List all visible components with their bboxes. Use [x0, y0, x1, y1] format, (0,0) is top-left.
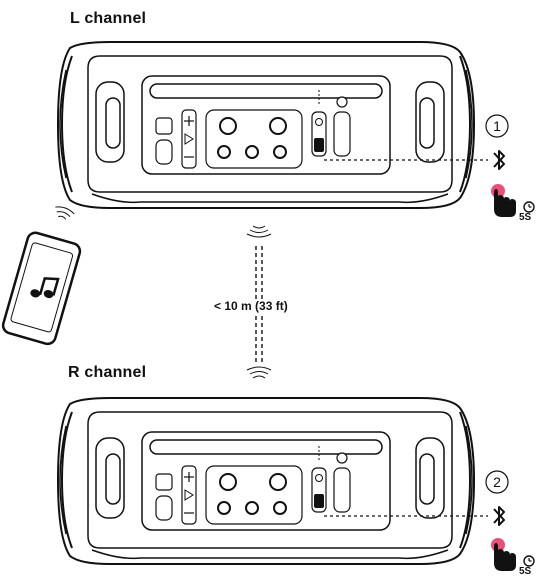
step-1-numeral: 1: [493, 118, 501, 134]
step-1-circle: [485, 114, 509, 138]
r-channel-label: R channel: [68, 364, 147, 381]
speaker-right-channel: [57, 397, 475, 565]
bluetooth-icon: [493, 506, 505, 526]
clock-icon: [523, 201, 535, 213]
step-2-circle: [485, 470, 509, 494]
hold-time-label-1: 5S: [519, 212, 532, 223]
wireless-signal-icon: [246, 366, 272, 379]
wireless-signal-icon: [246, 225, 272, 238]
finger-press-icon: [491, 538, 516, 571]
bluetooth-icon: [493, 150, 505, 170]
step-2-numeral: 2: [493, 474, 501, 490]
distance-label: < 10 m (33 ft): [212, 299, 290, 313]
smartphone-icon: [1, 231, 82, 346]
step-1-number: ①: [489, 117, 505, 134]
wireless-signal-icon: [55, 206, 75, 220]
finger-press-icon: [491, 184, 516, 217]
step-2-number: ②: [489, 473, 505, 490]
clock-icon: [523, 555, 535, 567]
music-note-icon: [30, 277, 60, 299]
speaker-left-channel: [57, 41, 475, 209]
hold-time-label-2: 5S: [519, 566, 532, 577]
l-channel-label: L channel: [70, 10, 147, 27]
